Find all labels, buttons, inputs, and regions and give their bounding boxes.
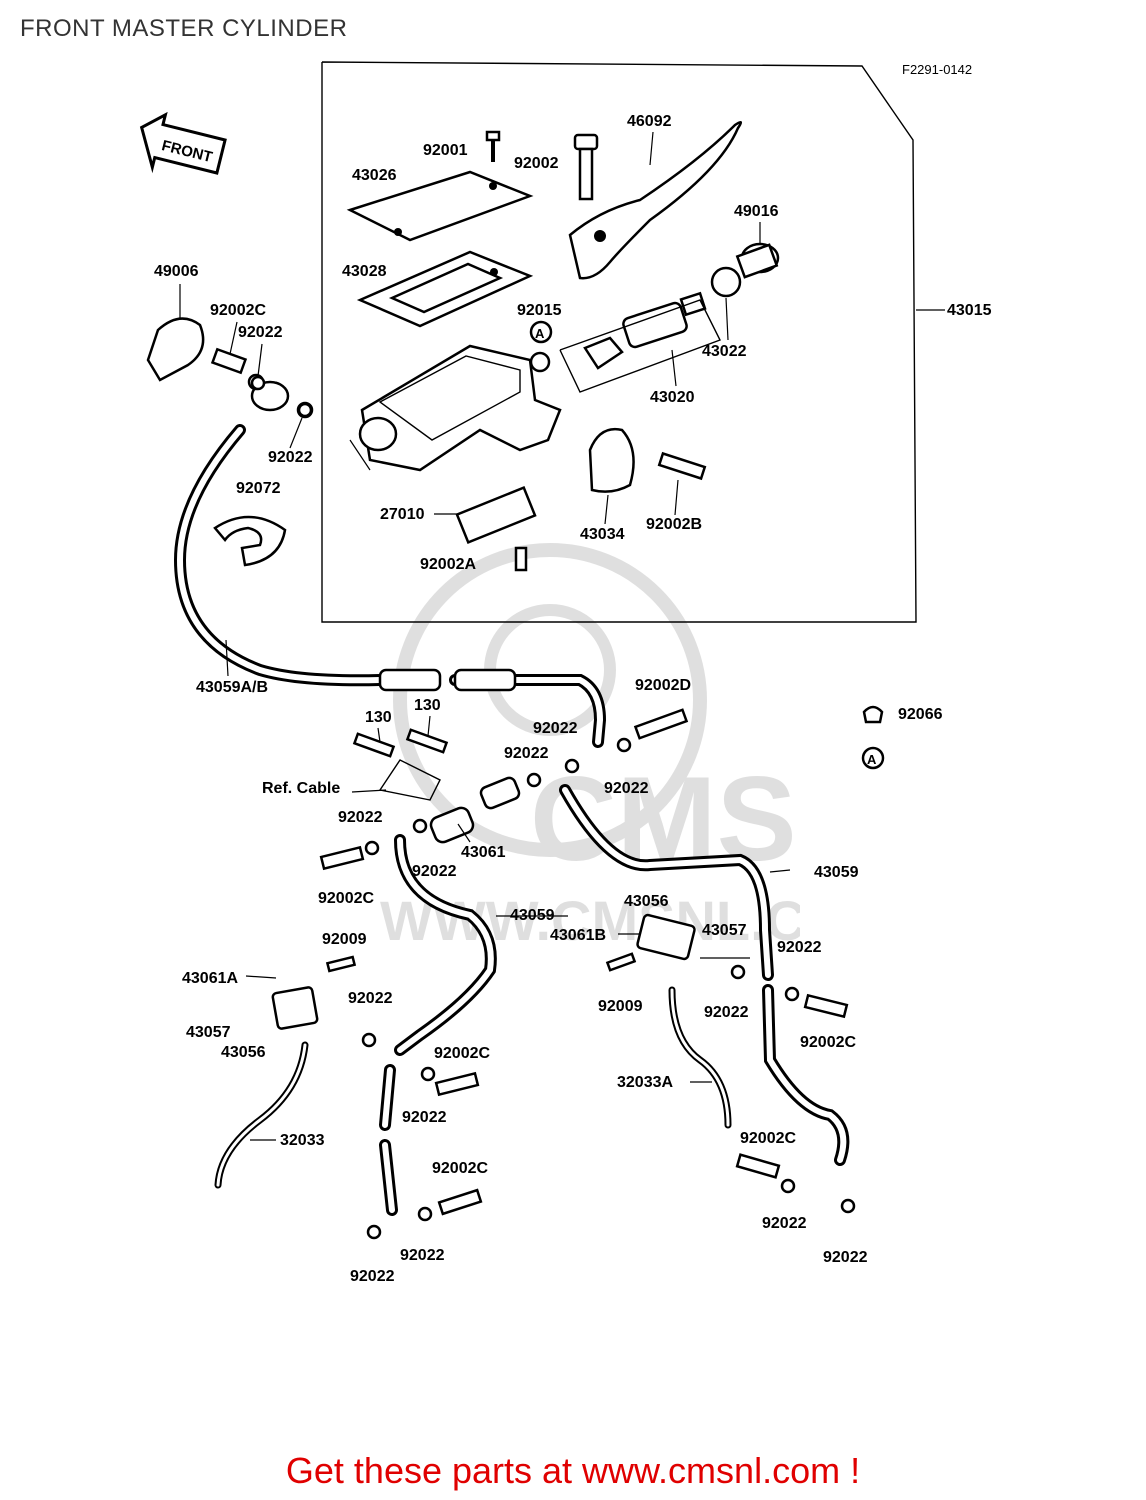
part-label-92002c-c: 92002C [800, 1034, 856, 1051]
handlebar-clamp [588, 427, 635, 493]
footer-cta-link[interactable]: Get these parts at www.cmsnl.com ! [285, 1450, 861, 1491]
screw-icon [485, 130, 501, 162]
part-label-92022-f: 92022 [338, 809, 383, 826]
washer-icon [250, 375, 856, 1240]
part-label-92022-i: 92022 [348, 990, 393, 1007]
ref-cable-bracket [378, 759, 441, 801]
fitting-block-b [636, 913, 696, 961]
part-label-43056-b: 43056 [221, 1044, 266, 1061]
part-label-92022-l: 92022 [762, 1215, 807, 1232]
part-label-92002c-f: 92002C [432, 1160, 488, 1177]
pivot-bolt-icon [573, 133, 599, 201]
part-label-46092: 46092 [627, 113, 672, 130]
leader-lines [179, 131, 791, 1141]
part-label-92009-a: 92009 [322, 931, 367, 948]
part-label-92022-m: 92022 [400, 1247, 445, 1264]
part-label-43015: 43015 [947, 302, 992, 319]
hose-clamp-icon [213, 515, 287, 567]
part-label-92022-k: 92022 [402, 1109, 447, 1126]
fitting-block-a [271, 986, 319, 1030]
part-label-32033a: 32033A [617, 1074, 673, 1091]
reservoir-cap [346, 170, 534, 242]
part-label-92002d: 92002D [635, 677, 691, 694]
part-label-43020: 43020 [650, 389, 695, 406]
circlip-icon [710, 266, 742, 298]
part-label-92002c: 92002C [210, 302, 266, 319]
junction-block [429, 776, 521, 844]
part-label-92015: 92015 [517, 302, 562, 319]
part-label-ref-cable: Ref. Cable [262, 780, 340, 797]
part-label-92022-h: 92022 [777, 939, 822, 956]
part-label-43059-a: 43059 [814, 864, 859, 881]
part-label-92002a: 92002A [420, 556, 476, 573]
piston-assembly [583, 291, 707, 370]
bleeder-cap-icon [146, 317, 205, 382]
part-label-92072: 92072 [236, 480, 281, 497]
banjo-bolt-icon [210, 347, 248, 375]
part-label-43034: 43034 [580, 526, 625, 543]
brake-light-switch [455, 485, 537, 572]
part-label-43061a: 43061A [182, 970, 238, 987]
part-label-32033: 32033 [280, 1132, 325, 1149]
part-label-92022-g: 92022 [412, 863, 457, 880]
part-label-92022-j: 92022 [704, 1004, 749, 1021]
front-arrow-icon: FRONT [139, 111, 227, 175]
ref-marker-label: A [535, 326, 545, 341]
part-label-92022-b: 92022 [268, 449, 313, 466]
watermark-url: WWW.CMSNL.COM [380, 889, 800, 950]
parts-diagram: F2291-0142 FRONT [139, 61, 992, 1285]
ref-marker-label-2: A [867, 752, 877, 767]
part-label-92022-n: 92022 [823, 1249, 868, 1266]
part-label-43059ab: 43059A/B [196, 679, 268, 696]
assembly-boundary [321, 61, 917, 623]
part-label-92002c-d: 92002C [434, 1045, 490, 1062]
part-label-27010: 27010 [380, 506, 425, 523]
part-label-92022-o: 92022 [350, 1268, 395, 1285]
part-label-92002c-e: 92002C [740, 1130, 796, 1147]
part-label-43028: 43028 [342, 263, 387, 280]
part-label-92022-c: 92022 [533, 720, 578, 737]
part-label-92002: 92002 [514, 155, 559, 172]
part-label-43061b: 43061B [550, 927, 606, 944]
part-label-43056-a: 43056 [624, 893, 669, 910]
part-label-43026: 43026 [352, 167, 397, 184]
dust-boot [735, 242, 780, 279]
part-label-43057-b: 43057 [186, 1024, 231, 1041]
part-label-92009-b: 92009 [598, 998, 643, 1015]
part-label-92022: 92022 [238, 324, 283, 341]
part-label-92002b: 92002B [646, 516, 702, 533]
part-label-92002c-b: 92002C [318, 890, 374, 907]
figure-code: F2291-0142 [902, 62, 972, 77]
part-label-130-b: 130 [414, 697, 441, 714]
clamp-bolt-icon [657, 451, 707, 481]
part-label-43057-a: 43057 [702, 922, 747, 939]
part-label-49016: 49016 [734, 203, 779, 220]
bolt-icon [319, 708, 849, 1216]
brake-lever [568, 120, 743, 280]
part-label-92022-d: 92022 [504, 745, 549, 762]
part-label-92022-e: 92022 [604, 780, 649, 797]
part-label-92066: 92066 [898, 706, 943, 723]
master-cylinder-body [358, 344, 562, 472]
ref-marker-icon: A A [529, 320, 885, 770]
part-label-49006: 49006 [154, 263, 199, 280]
reservoir-diaphragm [356, 250, 534, 328]
part-label-43061: 43061 [461, 844, 506, 861]
page-title: FRONT MASTER CYLINDER [20, 15, 348, 42]
part-label-130-a: 130 [365, 709, 392, 726]
part-label-92001: 92001 [423, 142, 468, 159]
part-label-43022: 43022 [702, 343, 747, 360]
